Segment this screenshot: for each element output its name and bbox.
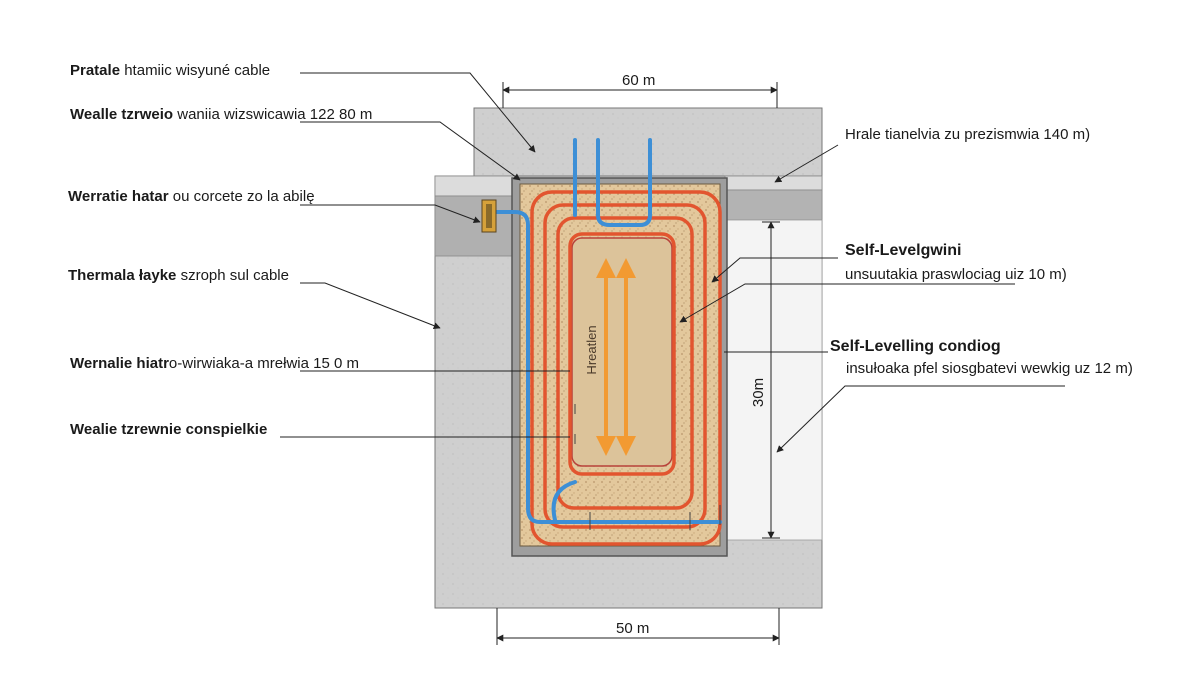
- cable-inlet-fitting: [481, 199, 497, 233]
- dimension-lines: [496, 82, 780, 645]
- label-cable-top: Pratale htamiic wisyuné cable: [70, 62, 270, 80]
- label-strong: Wealie tzrewnie conspielkie: [70, 421, 268, 438]
- label-heater-wire: Wernalie hiatro-wirwiaka-a mrełwia 15 0 …: [70, 355, 359, 373]
- label-strong: Wernalie hiatr: [70, 355, 169, 372]
- dimension-top: 60 m: [622, 72, 656, 89]
- leader-lines: [280, 72, 1065, 453]
- label-heater-fitting: Werratie hatar ou corcete zo la abilę: [68, 188, 315, 206]
- water-pipes: [488, 138, 722, 524]
- label-strong: Thermala łayke: [68, 267, 177, 284]
- label-strong: Wealle tzrweio: [70, 106, 174, 123]
- label-strong: Pratale: [70, 62, 121, 79]
- label-strong: Werratie hatar: [68, 188, 169, 205]
- section-ticks: [574, 404, 721, 530]
- label-strong: Self-Levelgwini: [845, 242, 962, 259]
- label-self-leveling-conduit-title: Self-Levelling condiog: [830, 338, 1001, 356]
- label-rest: waniia wizswicawia 122 80 m: [173, 106, 373, 123]
- label-rest: htamiic wisyuné cable: [120, 62, 271, 79]
- dimension-bottom: 50 m: [616, 620, 650, 637]
- label-concrete-layer: Wealle tzrweio waniia wizswicawia 122 80…: [70, 106, 372, 124]
- label-self-leveling-conduit-sub: insułoaka pfel siosgbatevi wewkig uz 12 …: [846, 360, 1133, 377]
- label-rest: o-wirwiaka-a mrełwia 15 0 m: [168, 355, 359, 372]
- label-self-leveling-title: Self-Levelgwini: [845, 242, 961, 260]
- label-self-leveling-sub: unsuutakia praswlociag uiz 10 m): [845, 266, 1067, 283]
- label-thermal-layer: Thermala łayke szroph sul cable: [68, 267, 289, 285]
- heating-cable: [530, 190, 722, 546]
- label-rest: szroph sul cable: [176, 267, 289, 284]
- core-label: Hreatlen: [584, 325, 599, 374]
- label-strong: Self-Levelling condiog: [830, 338, 1001, 355]
- dimension-side: 30m: [750, 377, 768, 408]
- label-rest: ou corcete zo la abilę: [168, 188, 315, 205]
- label-conduit: Wealie tzrewnie conspielkie: [70, 421, 267, 439]
- heat-flow-arrows: [596, 258, 636, 456]
- label-right-top: Hrale tianelvia zu prezismwia 140 m): [845, 126, 1091, 143]
